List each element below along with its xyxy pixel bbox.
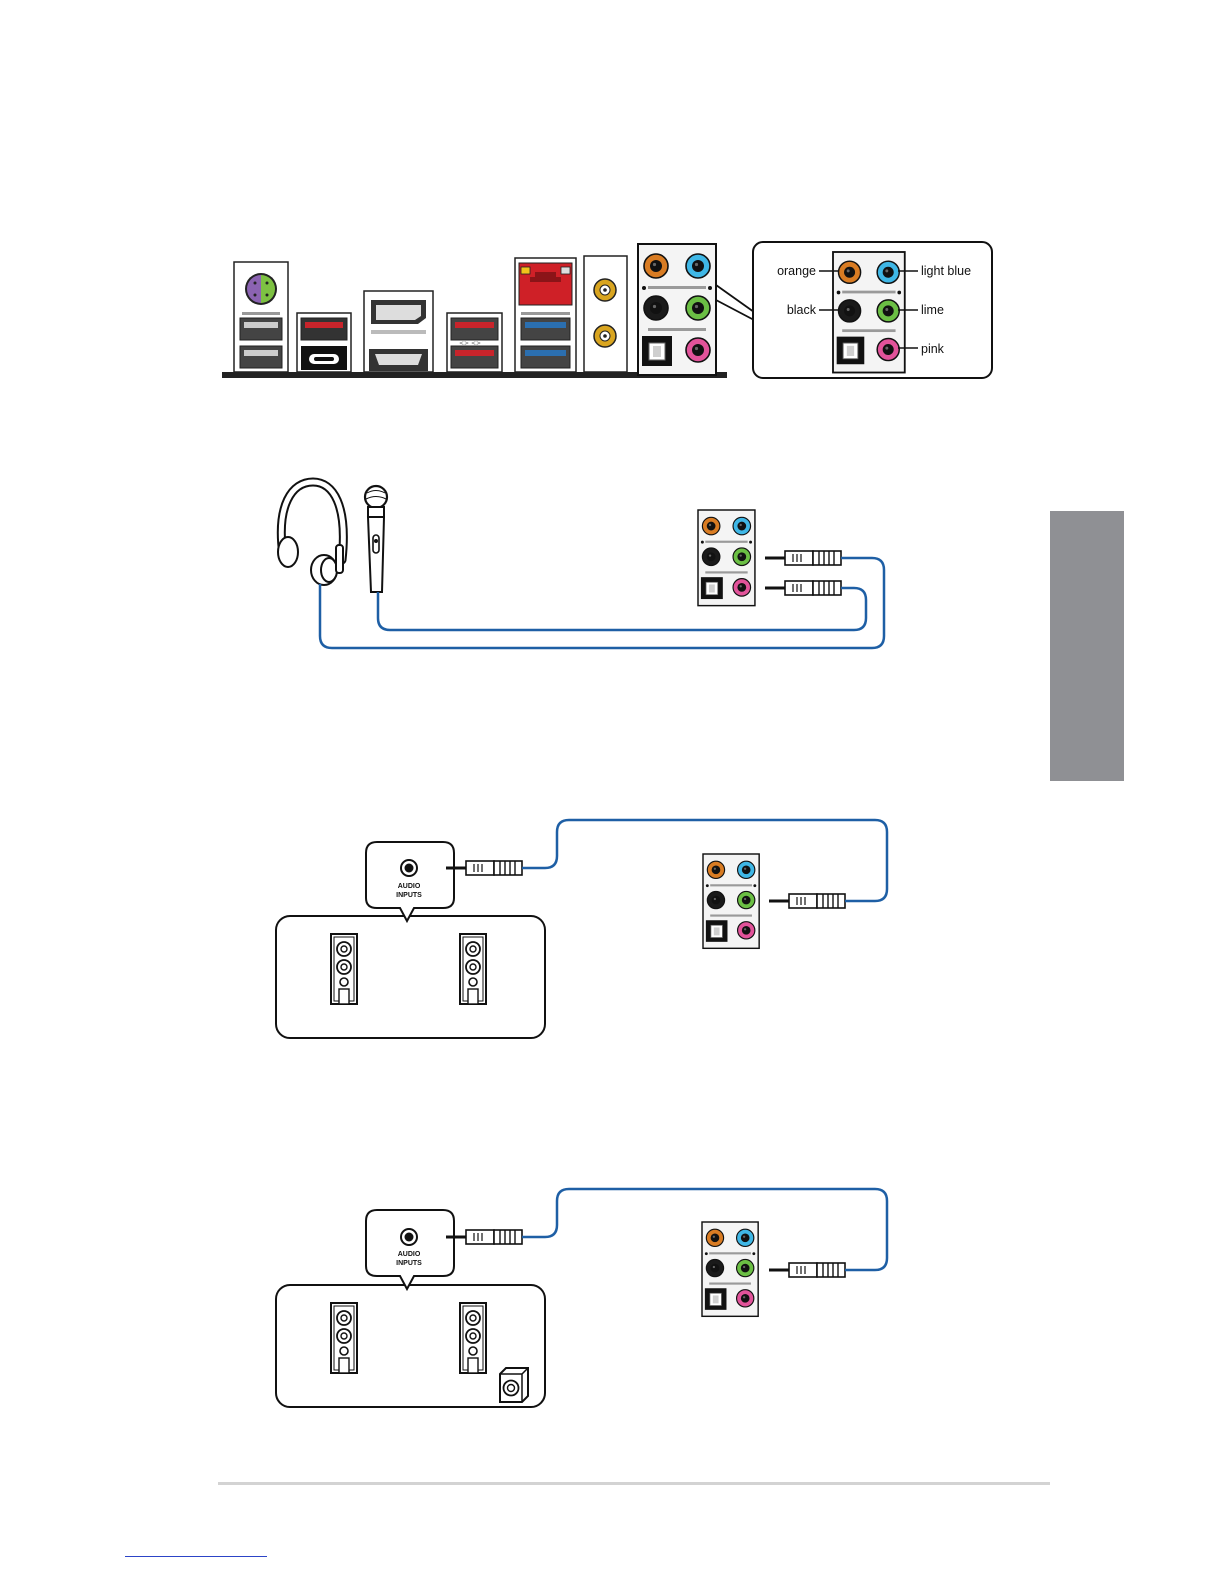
two-one-channel-speaker-diagram: AUDIO INPUTS (276, 1189, 887, 1407)
headphone-plug (765, 551, 841, 565)
lan-usb-blue-block (515, 258, 576, 372)
lime-jack-plug (769, 1263, 845, 1277)
usb-red-pair-block: <> <> (447, 313, 502, 372)
headphone-mic-diagram (278, 482, 884, 648)
speaker-2ch-audio-jack-panel (703, 854, 759, 948)
speaker-input-plug (446, 1230, 522, 1244)
speaker-icon (331, 1303, 357, 1373)
callout-pointer (716, 285, 754, 320)
usb-red-typec-block (297, 313, 351, 372)
speaker-icon (331, 934, 357, 1004)
headphone-cable (320, 558, 884, 648)
audio-inputs-label-line1: AUDIO (398, 1251, 421, 1258)
speaker-icon (460, 934, 486, 1004)
audio-legend-callout: orange black light blue lime pink (753, 242, 992, 378)
legend-label-black: black (787, 303, 817, 317)
legend-label-orange: orange (777, 264, 816, 278)
audio-inputs-bubble (366, 1210, 454, 1289)
rear-io-panel: <> <> (222, 244, 754, 378)
microphone-icon (365, 486, 387, 592)
speaker-input-plug (446, 861, 522, 875)
legend-audio-jack-panel (833, 252, 905, 373)
audio-inputs-label-line2: INPUTS (396, 1260, 422, 1267)
ps2-usb-block (234, 262, 288, 372)
wifi-antenna-block (584, 256, 627, 372)
microphone-plug (765, 581, 841, 595)
speaker-icon (460, 1303, 486, 1373)
lime-jack-plug (769, 894, 845, 908)
speaker-21ch-audio-jack-panel (702, 1222, 758, 1316)
two-channel-speaker-diagram: AUDIO INPUTS (276, 820, 887, 1038)
headphone-icon (278, 482, 343, 585)
headphone-audio-jack-panel (698, 510, 755, 606)
audio-inputs-bubble (366, 842, 454, 921)
displayport-hdmi-block (364, 291, 433, 372)
rear-audio-jack-panel (638, 244, 716, 375)
legend-label-pink: pink (921, 342, 945, 356)
svg-text:<> <>: <> <> (459, 340, 481, 347)
audio-inputs-label-line2: INPUTS (396, 892, 422, 899)
legend-label-lime: lime (921, 303, 944, 317)
subwoofer-icon (500, 1368, 528, 1402)
audio-inputs-label-line1: AUDIO (398, 883, 421, 890)
legend-label-light-blue: light blue (921, 264, 971, 278)
